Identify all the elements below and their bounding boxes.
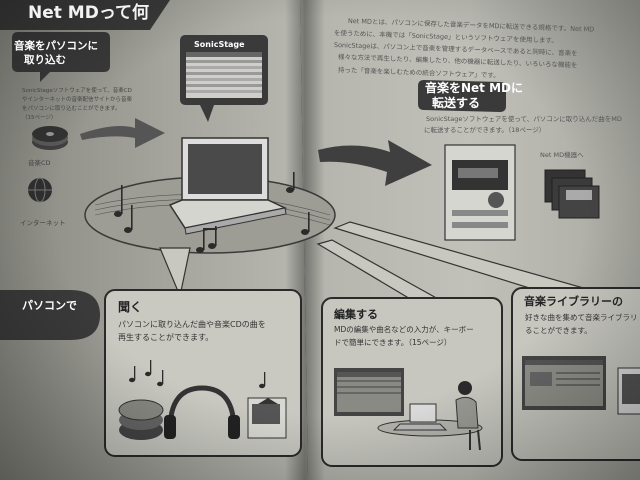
panel-listen-line-1: パソコンに取り込んだ曲や音楽CDの曲を [118, 320, 266, 329]
panel-edit-title: 編集する [334, 309, 378, 322]
pc-label: パソコンで [22, 300, 77, 313]
import-desc-line-1: SonicStageソフトウェアを使って、音楽CD [22, 88, 132, 94]
source-internet-label: インターネット [20, 220, 66, 227]
bubble-transfer-line-1: 音楽をNet MDに [425, 82, 523, 96]
bubble-import-line-2: 取り込む [24, 54, 66, 66]
panel-library-title: 音楽ライブラリーの [524, 296, 623, 309]
panel-library-line-1: 好きな曲を集めて音楽ライブラリ [525, 314, 638, 323]
netmd-device-label: Net MD機器へ [540, 152, 584, 159]
source-cd-label: 音楽CD [28, 160, 51, 167]
bubble-import-line-1: 音楽をパソコンに [14, 40, 98, 52]
import-desc-line-2: やインターネットの音楽配信サイトから音楽 [22, 97, 132, 103]
import-desc-line-4: （15ページ） [22, 115, 56, 121]
sonicstage-label: SonicStage [194, 40, 245, 49]
panel-listen-line-2: 再生することができます。 [118, 333, 213, 342]
panel-edit-line-1: MDの編集や曲名などの入力が、キーボー [334, 326, 474, 335]
panel-edit-line-2: ドで簡単にできます。（15ページ） [334, 339, 451, 348]
page-header-text: Net MDって何 [28, 4, 149, 24]
transfer-desc-line-1: SonicStageソフトウェアを使って、パソコンに取り込んだ曲をMD [426, 116, 622, 123]
panel-listen-title: 聞く [118, 301, 142, 315]
import-desc-line-3: をパソコンに取り込むことができます。 [22, 106, 120, 112]
panel-library-line-2: ることができます。 [525, 327, 592, 336]
bubble-transfer-line-2: 転送する [432, 97, 480, 111]
transfer-desc-line-2: に転送することができます。（18ページ） [424, 127, 545, 134]
